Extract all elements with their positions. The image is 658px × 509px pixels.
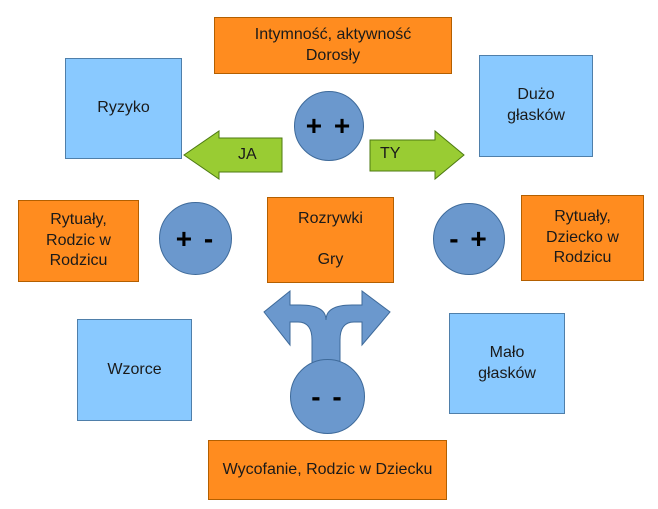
ja-arrow [183, 130, 283, 180]
box-rytualy-rodzic: Rytuały, Rodzic w Rodzicu [18, 200, 139, 282]
ty-arrow [369, 129, 465, 181]
box-wzorce: Wzorce [77, 319, 192, 421]
circle-plus-plus: + + [294, 91, 364, 161]
split-arrow [263, 289, 391, 373]
circle-plus-minus: + - [159, 202, 232, 275]
box-rytualy-dziecko: Rytuały, Dziecko w Rodzicu [521, 195, 644, 281]
ty-label: TY [380, 145, 401, 162]
box-intymnosc: Intymność, aktywność Dorosły [214, 17, 452, 74]
box-rozrywki-gry: Rozrywki Gry [267, 197, 394, 283]
circle-minus-minus: - - [290, 359, 365, 434]
box-ryzyko: Ryzyko [65, 58, 182, 159]
box-malo-glaskow: Mało głasków [449, 313, 565, 414]
box-duzo-glaskow: Dużo głasków [479, 55, 593, 157]
box-wycofanie: Wycofanie, Rodzic w Dziecku [208, 440, 447, 500]
ja-label: JA [238, 146, 257, 163]
circle-minus-plus: - + [433, 203, 505, 275]
